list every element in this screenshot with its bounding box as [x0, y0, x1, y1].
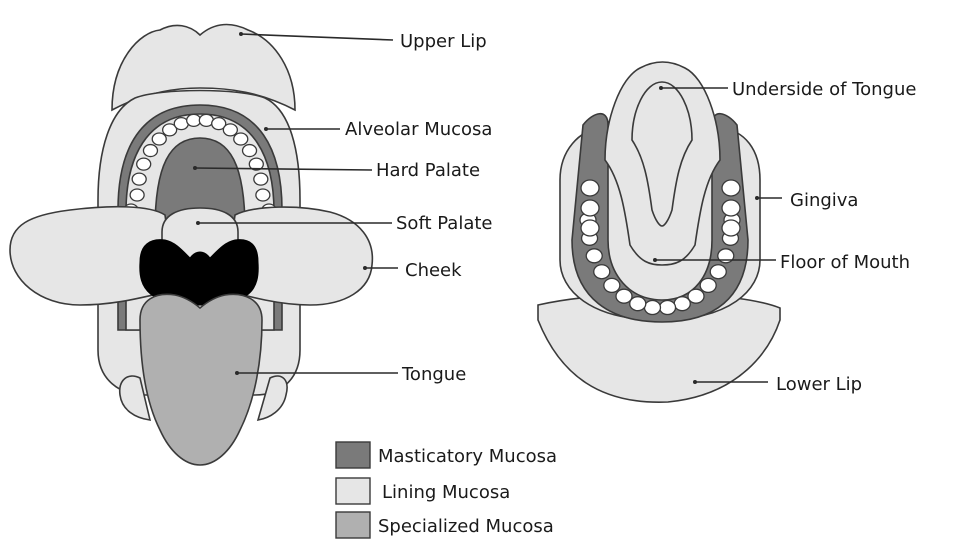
upper-mouth-illustration: [10, 25, 372, 465]
upper-lip-label: Upper Lip: [400, 31, 487, 52]
underside-of-tongue-label: Underside of Tongue: [732, 79, 916, 100]
lower-lip-label: Lower Lip: [776, 374, 862, 395]
cheek-label: Cheek: [405, 260, 462, 281]
soft-palate-label: Soft Palate: [396, 213, 492, 234]
tooth: [223, 124, 237, 136]
legend-item-specialized: Specialized Mucosa: [336, 512, 554, 538]
tooth: [616, 289, 632, 303]
gingiva-dot: [755, 196, 759, 200]
legend-swatch-masticatory: [336, 442, 370, 468]
legend-label-masticatory: Masticatory Mucosa: [378, 446, 557, 467]
alveolar-mucosa-dot: [264, 127, 268, 131]
legend-swatch-specialized: [336, 512, 370, 538]
tooth: [132, 173, 146, 185]
tooth: [660, 301, 676, 315]
upper-lip-dot: [239, 32, 243, 36]
soft-palate-dot: [196, 221, 200, 225]
tooth: [581, 180, 599, 196]
tooth: [644, 301, 660, 315]
floor-of-mouth-dot: [653, 258, 657, 262]
tooth: [143, 145, 157, 157]
legend-item-lining: Lining Mucosa: [336, 478, 510, 504]
tooth: [581, 200, 599, 216]
tooth: [700, 278, 716, 292]
cheek-dot: [363, 266, 367, 270]
tooth: [243, 145, 257, 157]
tooth: [722, 200, 740, 216]
tooth: [130, 189, 144, 201]
tooth: [674, 297, 690, 311]
tooth: [594, 265, 610, 279]
tooth: [722, 180, 740, 196]
tooth: [581, 220, 599, 236]
legend-swatch-lining: [336, 478, 370, 504]
legend-label-specialized: Specialized Mucosa: [378, 516, 554, 537]
hard-palate-dot: [193, 166, 197, 170]
tooth: [710, 265, 726, 279]
tongue-dot: [235, 371, 239, 375]
tongue-shape: [140, 294, 262, 465]
floor-of-mouth-label: Floor of Mouth: [780, 252, 910, 273]
tooth: [256, 189, 270, 201]
tooth: [586, 249, 602, 263]
hard-palate-label: Hard Palate: [376, 160, 480, 181]
tongue-label: Tongue: [401, 364, 466, 385]
tooth: [152, 133, 166, 145]
tooth: [722, 220, 740, 236]
lower-lip-dot: [693, 380, 697, 384]
legend-label-lining: Lining Mucosa: [382, 482, 510, 503]
tooth: [234, 133, 248, 145]
legend-item-masticatory: Masticatory Mucosa: [336, 442, 557, 468]
legend: Masticatory Mucosa Lining Mucosa Special…: [336, 442, 557, 538]
tooth: [137, 158, 151, 170]
lower-mouth-illustration: [538, 62, 780, 402]
alveolar-mucosa-label: Alveolar Mucosa: [345, 119, 492, 140]
tooth: [254, 173, 268, 185]
tooth: [187, 114, 201, 126]
gingiva-label: Gingiva: [790, 190, 858, 211]
tooth: [604, 278, 620, 292]
underside-of-tongue-dot: [659, 86, 663, 90]
